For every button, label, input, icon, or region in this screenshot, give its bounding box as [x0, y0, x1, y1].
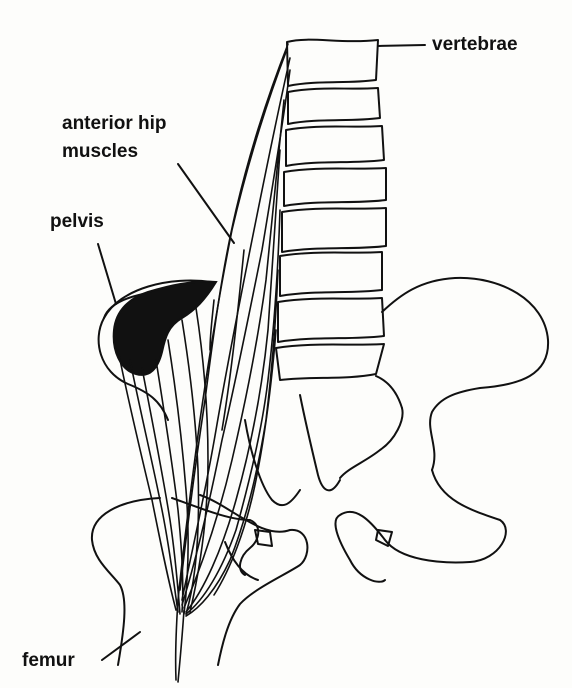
vertebrae-leader-line	[378, 45, 425, 46]
vertebrae-column	[276, 40, 386, 380]
label-muscles: muscles	[62, 140, 138, 163]
femur-leader-line	[102, 632, 140, 660]
vertebra-5	[282, 208, 386, 252]
vertebra-8	[276, 344, 384, 380]
label-vertebrae: vertebrae	[432, 33, 518, 56]
iliacus-attachment	[114, 282, 216, 375]
vertebra-7	[278, 298, 384, 342]
vertebra-6	[280, 252, 382, 296]
label-femur: femur	[22, 649, 75, 672]
label-anterior-hip: anterior hip	[62, 112, 167, 135]
muscles-leader-line	[178, 164, 234, 243]
femur-bone	[92, 495, 308, 665]
label-pelvis: pelvis	[50, 210, 104, 233]
vertebra-1	[287, 40, 378, 86]
vertebra-4	[284, 168, 386, 206]
pelvis-leader-line	[98, 244, 116, 304]
vertebra-3	[286, 126, 384, 166]
vertebra-2	[288, 88, 380, 124]
